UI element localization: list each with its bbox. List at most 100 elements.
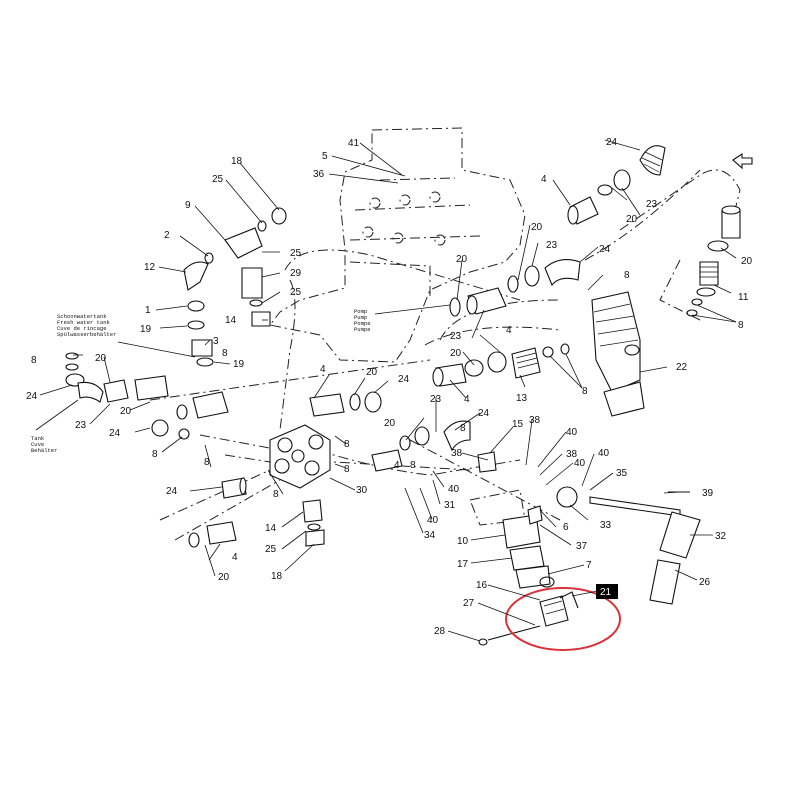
callout-37: 37 [576,541,588,552]
callout-4-lm: 4 [320,364,326,375]
callout-20-mid2: 20 [450,348,462,359]
callout-19-a: 19 [140,324,152,335]
callout-31: 31 [444,500,456,511]
callout-38-a: 38 [451,448,463,459]
caption-pump-de: Pumpe [354,326,371,333]
callout-3: 3 [213,336,219,347]
manifold-outlet-14 [302,499,325,547]
callout-25-b: 25 [290,248,302,259]
caption-pump-nl: Pomp [354,308,367,315]
callout-4-low: 4 [464,394,470,405]
callout-1: 1 [145,305,151,316]
tank-fitting-left [65,352,169,403]
callout-8-c: 8 [460,423,466,434]
caption-freshwater-nl: Schoonwatertank [57,313,107,320]
callout-40-d: 40 [574,458,586,469]
callout-40-b: 40 [427,515,439,526]
tube-4-lower [432,363,467,387]
callout-40-c: 40 [566,427,578,438]
leader-lines [35,139,737,642]
caption-freshwater: Schoonwatertank Fresh water tank Cuve de… [57,313,116,338]
callout-18-top: 18 [231,156,243,167]
callout-25-low: 25 [265,544,277,555]
callout-25-top: 25 [212,174,224,185]
callout-24-ll: 24 [166,486,178,497]
callout-20-right: 20 [741,256,753,267]
parts [65,145,753,646]
callout-8-mf: 8 [344,439,350,450]
flow-arrow [732,152,753,170]
elbow-24-center [371,420,497,473]
callout-8-c2: 8 [410,460,416,471]
callout-8-b: 8 [624,270,630,281]
callout-23-mid: 23 [450,331,462,342]
callout-8-left: 8 [152,449,158,460]
callout-20-mid: 20 [456,254,468,265]
callout-17: 17 [457,559,469,570]
callout-24-b: 24 [599,244,611,255]
callout-24-tr: 24 [606,137,618,148]
callout-35: 35 [616,468,628,479]
callout-20-top: 20 [626,214,638,225]
callout-27: 27 [463,598,475,609]
callout-20-b: 20 [531,222,543,233]
callout-40-e: 40 [598,448,610,459]
callout-20-c: 20 [384,418,396,429]
callout-20-left2: 20 [120,406,132,417]
callout-labels: 41 5 36 18 25 9 2 12 25 29 25 14 1 19 3 … [26,137,753,637]
rod-27 [478,625,541,646]
callout-40-a: 40 [448,484,460,495]
caption-freshwater-en: Fresh water tank [57,319,111,326]
callout-8-tank: 8 [31,355,37,366]
caption-tank-nl: Tank [31,435,45,442]
callout-14-top: 14 [225,315,237,326]
callout-4-ll: 4 [232,552,238,563]
callout-32: 32 [715,531,727,542]
callout-28: 28 [434,626,446,637]
callout-11: 11 [738,292,749,303]
callout-4-c: 4 [394,460,400,471]
callout-22: 22 [676,362,688,373]
caption-freshwater-de: Spülwasserbehälter [57,331,116,338]
caption-freshwater-fr: Cuve de rincage [57,325,107,332]
hose-elbow-24-top [613,145,666,191]
callout-39: 39 [702,488,714,499]
callout-6: 6 [563,522,569,533]
pump-22 [591,291,645,417]
left-middle-fittings [151,391,382,548]
callout-20-ll: 20 [218,572,230,583]
callout-18-low: 18 [271,571,283,582]
callout-8-lm: 8 [204,457,210,468]
caption-tank-fr: Cuve [31,441,44,448]
valve-handle-32 [556,486,701,605]
callout-21-box [596,584,618,599]
callout-23-left: 23 [75,420,87,431]
callout-38-c: 38 [566,449,578,460]
manifold-30 [269,424,331,489]
callout-8-a: 8 [222,348,228,359]
caption-tank: Tank Cuve Behälter [31,435,57,454]
callout-21: 21 [600,587,612,598]
caption-tank-de: Behälter [31,447,57,454]
hose-13 [464,343,570,379]
caption-pump-en: Pump [354,314,367,321]
callout-29: 29 [290,268,302,279]
left-column-fittings [183,207,287,367]
callout-4-top: 4 [541,174,547,185]
callout-8-lm2: 8 [273,489,279,500]
callout-20-lm: 20 [366,367,378,378]
tube-4-top [567,184,613,225]
callout-20-left: 20 [95,353,107,364]
callout-12: 12 [144,262,156,273]
callout-8-right: 8 [738,320,744,331]
callout-26: 26 [699,577,711,588]
callout-2: 2 [164,230,170,241]
hose-routing-lines [149,169,741,541]
callout-24-c: 24 [478,408,490,419]
callout-5: 5 [322,151,328,162]
callout-10: 10 [457,536,469,547]
callout-24-lm: 24 [398,374,410,385]
callout-23-c: 23 [430,394,442,405]
callout-7: 7 [586,560,592,571]
